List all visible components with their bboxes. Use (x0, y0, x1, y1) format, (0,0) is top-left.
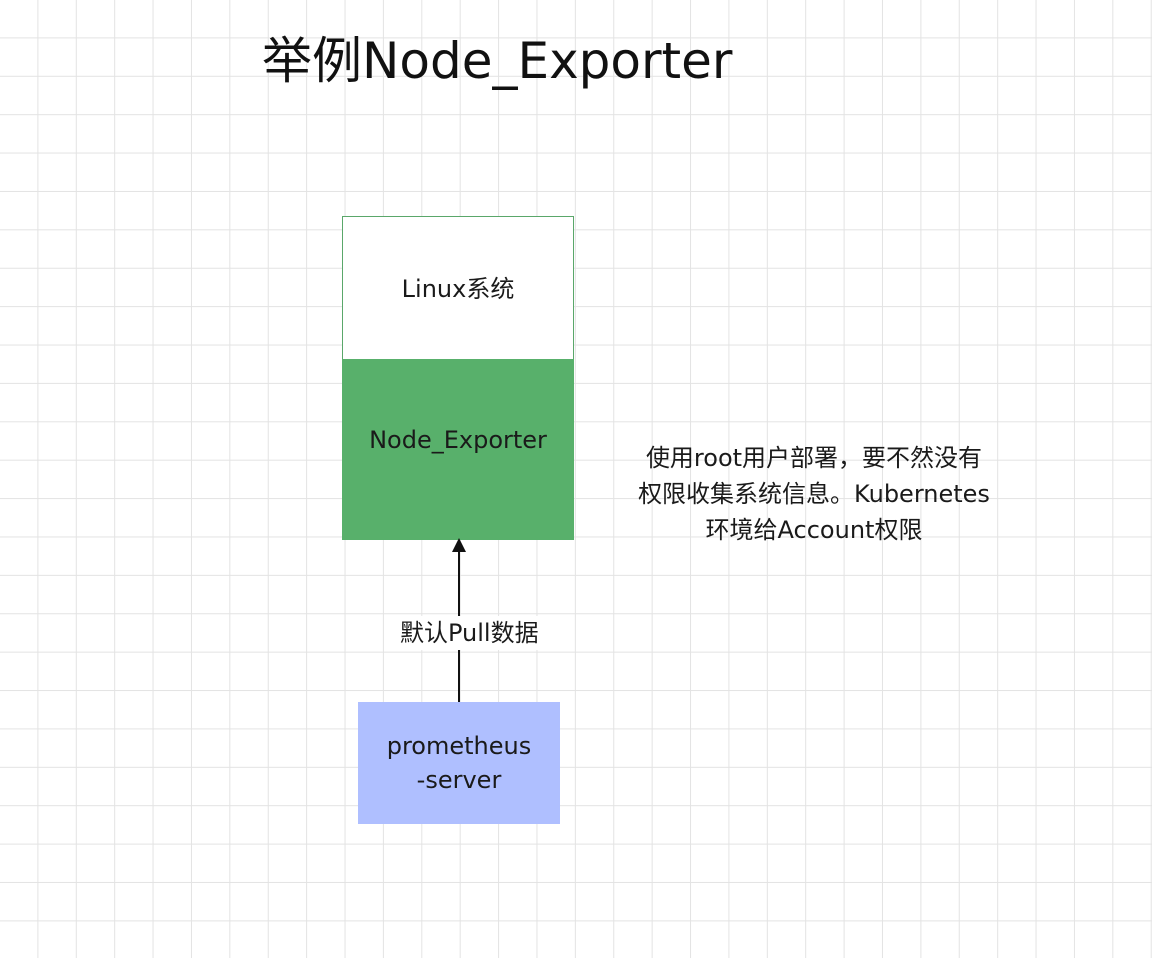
pull-arrow-head (452, 538, 466, 552)
linux-system-label: Linux系统 (401, 274, 515, 303)
note-line-1: 使用root用户部署，要不然没有 (645, 444, 983, 472)
note-line-2: 权限收集系统信息。Kubernetes (638, 480, 990, 508)
diagram-title: 举例Node_Exporter (262, 32, 733, 90)
prometheus-label-line-1: prometheus (386, 732, 532, 760)
prometheus-label-line-2: -server (416, 766, 502, 794)
deployment-note: 使用root用户部署，要不然没有 权限收集系统信息。Kubernetes 环境给… (604, 440, 1024, 548)
node-exporter-box[interactable]: Node_Exporter (342, 359, 574, 540)
prometheus-server-box[interactable]: prometheus -server (358, 702, 560, 824)
pull-data-label: 默认Pull数据 (396, 616, 543, 650)
node-exporter-label: Node_Exporter (369, 425, 547, 454)
linux-system-box[interactable]: Linux系统 (342, 216, 574, 360)
note-line-3: 环境给Account权限 (705, 516, 923, 544)
